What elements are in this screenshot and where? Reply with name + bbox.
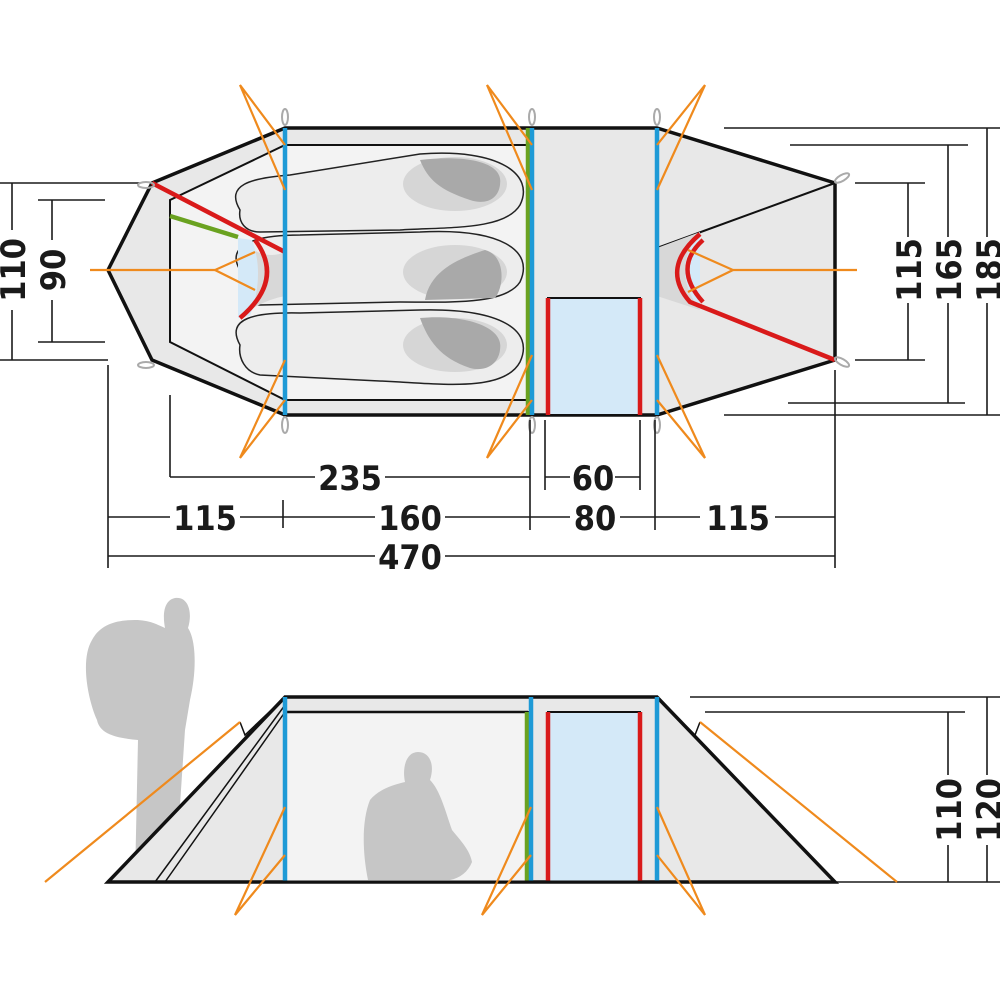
guy-lines-side-view (44, 721, 898, 916)
top-view: 110 90 115 165 185 (0, 84, 1000, 578)
door-panel (547, 297, 641, 416)
dim-segment-3: 80 (574, 499, 617, 539)
dim-left-inner: 90 (34, 249, 74, 292)
left-vestibule-pole (150, 181, 287, 254)
dim-left-outer: 110 (0, 238, 34, 302)
dim-inner-tent-length: 235 (318, 459, 382, 499)
guy-lines-top-view (90, 84, 857, 459)
sleeping-bags (234, 152, 525, 386)
dim-door-width: 60 (572, 459, 615, 499)
peg-icons (137, 108, 851, 434)
bottom-dimension-lines (107, 365, 836, 568)
side-door-panel (547, 711, 641, 883)
dim-segment-2: 160 (378, 499, 442, 539)
dim-total-length: 470 (378, 538, 442, 578)
dim-right-inner-width: 165 (930, 238, 970, 302)
dim-segment-1: 115 (173, 499, 237, 539)
dim-outer-height: 120 (970, 778, 1000, 842)
dim-inner-height: 110 (930, 778, 970, 842)
side-view: 110 120 (44, 597, 1000, 916)
sitting-person-silhouette (363, 752, 472, 880)
left-green-pole (169, 213, 239, 240)
dim-right-outer-width: 185 (970, 238, 1000, 302)
right-dimension-lines (724, 127, 1000, 416)
standing-person-silhouette (85, 597, 195, 880)
dim-right-vestibule-width: 115 (890, 238, 930, 302)
left-dimension-lines (0, 182, 140, 361)
dim-segment-4: 115 (706, 499, 770, 539)
